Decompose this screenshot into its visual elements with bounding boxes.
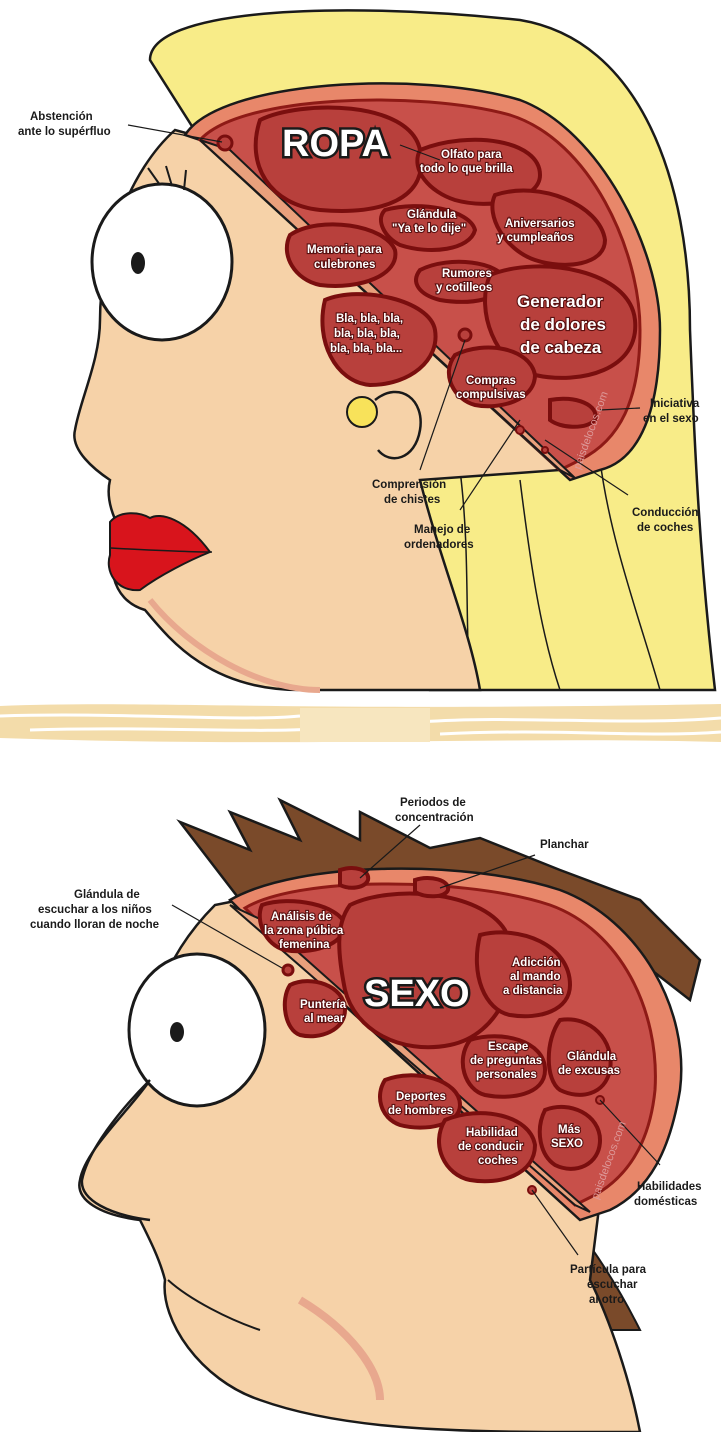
callout-label: concentración (395, 812, 474, 824)
region-label: Bla, bla, bla, (336, 313, 403, 325)
region-label: todo lo que brilla (420, 163, 513, 175)
region-label: Puntería (300, 999, 347, 1011)
region-label: personales (476, 1069, 537, 1081)
region-label: bla, bla, bla... (330, 343, 402, 355)
callout-label: de coches (637, 522, 693, 534)
region-label: culebrones (314, 259, 375, 271)
region-label: y cumpleaños (497, 232, 574, 244)
callout-label: al otro (589, 1294, 624, 1306)
callout-label: Habilidades (637, 1181, 702, 1193)
male-eye (129, 954, 265, 1106)
callout-label: Conducción (632, 507, 698, 519)
callout-label: escuchar (587, 1279, 638, 1291)
brain-spot (516, 426, 524, 434)
region-label: al mear (304, 1013, 345, 1025)
brain-spot (283, 965, 293, 975)
callout-label: en el sexo (643, 413, 699, 425)
region-label: al mando (510, 971, 560, 983)
region-label: femenina (279, 939, 330, 951)
region-label: y cotilleos (436, 282, 492, 294)
region-label: Análisis de (271, 911, 332, 923)
callout-label: cuando lloran de noche (30, 919, 159, 931)
region-label: "Ya te lo dije" (392, 223, 466, 235)
brain-spot (542, 447, 548, 453)
region-label: Glándula (567, 1051, 617, 1063)
callout-label: Glándula de (74, 889, 140, 901)
brain-spot (459, 329, 471, 341)
callout-label: Partícula para (570, 1264, 647, 1276)
region-label: de hombres (388, 1105, 453, 1117)
region-label: Aniversarios (505, 218, 575, 230)
region-label: Más (558, 1124, 580, 1136)
region-label: de conducir (458, 1141, 524, 1153)
female-ear (375, 392, 421, 458)
region-label: Memoria para (307, 244, 382, 256)
female-eye (92, 184, 232, 340)
region-label: compulsivas (456, 389, 526, 401)
region-label: bla, bla, bla, (334, 328, 400, 340)
callout-label: Comprensión (372, 479, 446, 491)
callout-label: domésticas (634, 1196, 697, 1208)
female-main-region-label: ROPA (282, 123, 389, 165)
male-main-region-label: SEXO (364, 973, 470, 1015)
region-label: Glándula (407, 209, 457, 221)
region-label: Generador (517, 292, 603, 311)
male-pupil (170, 1022, 184, 1042)
callout-label: Periodos de (400, 797, 466, 809)
region-label: a distancia (503, 985, 563, 997)
male-head-panel: SEXO Análisis de la zona púbica femenina… (30, 797, 702, 1432)
region-label: Adicción (512, 957, 561, 969)
callout-label: ante lo supérfluo (18, 126, 111, 138)
region-label: la zona púbica (264, 925, 344, 937)
region-label: de excusas (558, 1065, 620, 1077)
female-pupil (131, 252, 145, 274)
region-label: de dolores (520, 315, 606, 334)
region-label: coches (478, 1155, 518, 1167)
region-label: de preguntas (470, 1055, 542, 1067)
callout-label: de chistes (384, 494, 440, 506)
callout-label: Abstención (30, 111, 93, 123)
region-label: Escape (488, 1041, 528, 1053)
region-label: de cabeza (520, 338, 602, 357)
callout-label: Manejo de (414, 524, 470, 536)
region-label: Habilidad (466, 1127, 518, 1139)
brain-spot (218, 136, 232, 150)
region-label: Olfato para (441, 149, 502, 161)
region-label: Compras (466, 375, 516, 387)
region-label: SEXO (551, 1138, 583, 1150)
region-label: Deportes (396, 1091, 446, 1103)
brush-divider (0, 704, 721, 742)
callout-label: Planchar (540, 839, 589, 851)
region-label: Rumores (442, 268, 492, 280)
earring-icon (347, 397, 377, 427)
callout-label: escuchar a los niños (38, 904, 152, 916)
female-head-panel: ROPA Olfato para todo lo que brilla Glán… (18, 10, 715, 690)
callout-label: Iniciativa (650, 398, 700, 410)
callout-label: ordenadores (404, 539, 474, 551)
headache-generator-label: Generador de dolores de cabeza (517, 292, 606, 357)
